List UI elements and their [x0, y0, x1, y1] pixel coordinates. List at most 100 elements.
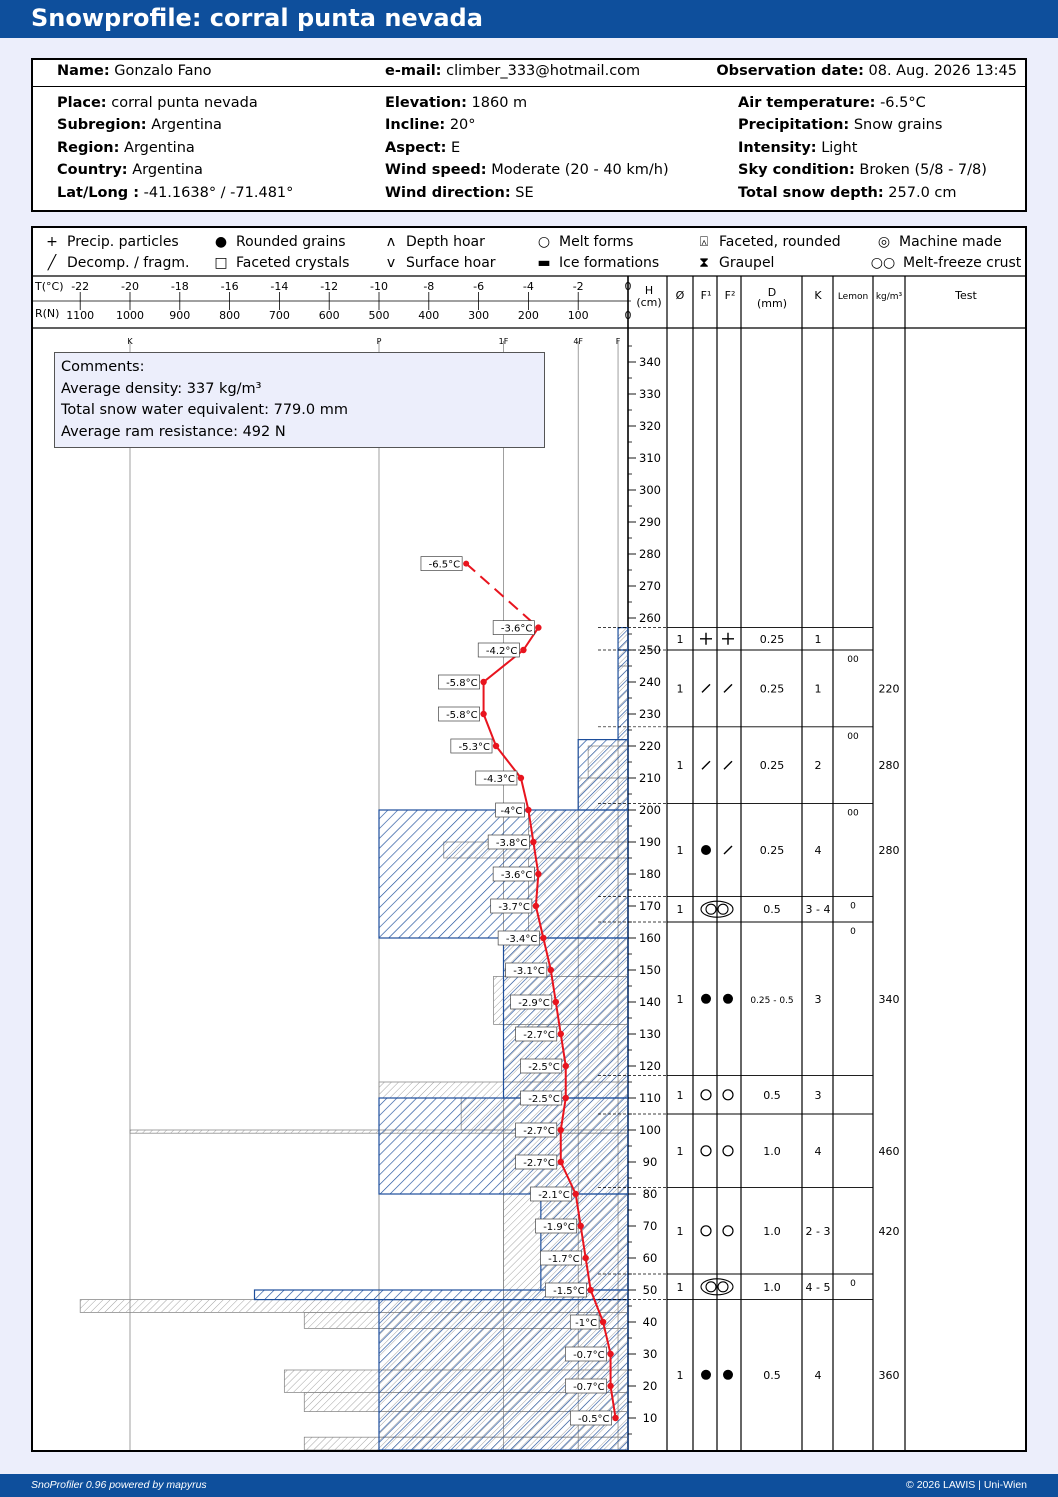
filled-bar-icon: ▬ [537, 255, 551, 271]
header-test: Test [954, 289, 977, 302]
height-tick-label: 120 [639, 1059, 661, 1073]
rounded-grain-icon [723, 1369, 733, 1380]
temperature-point [577, 1222, 584, 1230]
temperature-point [582, 1254, 589, 1262]
legend-rounded: ●Rounded grains [210, 232, 346, 252]
temperature-group: -4°C [495, 802, 525, 818]
temp-tick-label: -14 [270, 280, 288, 293]
temp-tick-label: -8 [423, 280, 434, 293]
layer-grain-size: 0.25 [760, 759, 785, 772]
caret-down-icon: v [386, 255, 396, 271]
temperature-label: -1.5°C [553, 1286, 585, 1297]
temperature-group: -3.7°C [490, 898, 533, 914]
latlong-field: Lat/Long : -41.1638° / -71.481° [57, 185, 294, 201]
temp-tick-label: -6 [473, 280, 484, 293]
temperature-group: -3.4°C [497, 930, 540, 946]
temperature-group: -4.2°C [477, 642, 520, 658]
temperature-point [525, 806, 532, 814]
comments-ram: Average ram resistance: 492 N [61, 423, 286, 440]
decomp-icon [701, 683, 711, 693]
layer-hardness: 4 - 5 [806, 1281, 831, 1294]
temperature-group: -2.5°C [520, 1090, 563, 1106]
mf-crust-icon: ○○ [870, 255, 896, 271]
page-title: Snowprofile: corral punta nevada [31, 4, 483, 32]
temperature-point [517, 774, 525, 782]
ram-tick-label: 800 [219, 309, 240, 322]
rounded-grain-icon [701, 845, 711, 855]
legend-faceted-rounded: ⍓Faceted, rounded [693, 232, 841, 252]
temperature-label: -5.8°C [446, 710, 478, 721]
ram-tick-label: 500 [369, 309, 390, 322]
lemon-value: 0 [850, 1279, 856, 1289]
temperature-box [505, 962, 548, 978]
temperature-box [565, 1378, 607, 1394]
temperature-line [482, 627, 617, 1419]
observer-info-box: Name: Gonzalo Fano e-mail: climber_333@h… [31, 58, 1027, 212]
temperature-box [520, 1090, 563, 1106]
temperature-group: -5.3°C [450, 738, 493, 754]
ram-tick-label: 900 [169, 309, 190, 322]
layer-grain-size: 0.25 [760, 633, 785, 646]
intensity-field: Intensity: Light [738, 140, 858, 156]
temperature-point [607, 1382, 614, 1390]
temperature-box [540, 1250, 583, 1266]
title-bar: Snowprofile: corral punta nevada [0, 0, 1058, 38]
temperature-label: -3.4°C [506, 934, 538, 945]
ram-tick-label: 0 [625, 309, 632, 322]
ram-tick-label: 300 [468, 309, 489, 322]
height-tick-label: 50 [643, 1283, 658, 1297]
height-tick-label: 30 [643, 1347, 658, 1361]
comments-density: Average density: 337 kg/m³ [61, 380, 262, 397]
temp-tick-label: -20 [121, 280, 139, 293]
temp-tick-label: -16 [221, 280, 239, 293]
ram-tick-label: 700 [269, 309, 290, 322]
mf-crust-outline-icon [700, 1278, 734, 1296]
layer-theta: 1 [677, 1089, 684, 1102]
height-tick-label: 340 [639, 355, 661, 369]
temperature-box [492, 620, 535, 635]
temperature-group: -0.5°C [569, 1410, 612, 1426]
temperature-box [530, 1186, 573, 1202]
height-tick-label: 130 [639, 1027, 661, 1041]
temperature-point [599, 1318, 607, 1326]
temperature-group: -2.9°C [510, 994, 553, 1010]
air-temperature-point [463, 560, 470, 567]
layer-grain-size: 0.25 - 0.5 [750, 996, 793, 1006]
hardness-segment [378, 1097, 629, 1195]
hardness-label: P [377, 337, 382, 346]
height-tick-label: 110 [639, 1091, 661, 1105]
hardness-segment [540, 1193, 629, 1291]
legend-precip: +Precip. particles [41, 232, 179, 252]
temperature-point [492, 742, 500, 750]
temperature-label: -2.5°C [528, 1062, 560, 1073]
slash-icon: ╱ [47, 255, 57, 271]
wind-direction-field: Wind direction: SE [385, 185, 534, 201]
temperature-label: -2.7°C [523, 1126, 555, 1137]
hardness-segment [617, 627, 629, 651]
temperature-label: -2.7°C [523, 1158, 555, 1169]
temperature-group: -2.7°C [515, 1154, 558, 1170]
layer-density: 360 [879, 1369, 900, 1382]
legend-graupel: ⧗Graupel [693, 253, 774, 273]
temperature-group: -5.8°C [438, 706, 480, 722]
temperature-label: -2.1°C [538, 1190, 570, 1201]
temperature-point [520, 646, 527, 654]
legend-faceted: □Faceted crystals [210, 253, 349, 273]
melt-form-icon [722, 1145, 734, 1157]
double-circle-icon: ◎ [877, 234, 891, 250]
plus-icon: + [46, 234, 58, 250]
layer-hardness: 1 [815, 633, 822, 646]
temperature-group: -2.5°C [520, 1058, 563, 1074]
air-temperature-field: Air temperature: -6.5°C [738, 95, 926, 111]
temperature-point [535, 624, 542, 631]
height-tick-label: 10 [643, 1411, 658, 1425]
subregion-field: Subregion: Argentina [57, 117, 222, 133]
temperature-group: -5.8°C [438, 674, 480, 690]
temperature-point [557, 1030, 564, 1038]
hardness-label: 1F [499, 337, 509, 346]
